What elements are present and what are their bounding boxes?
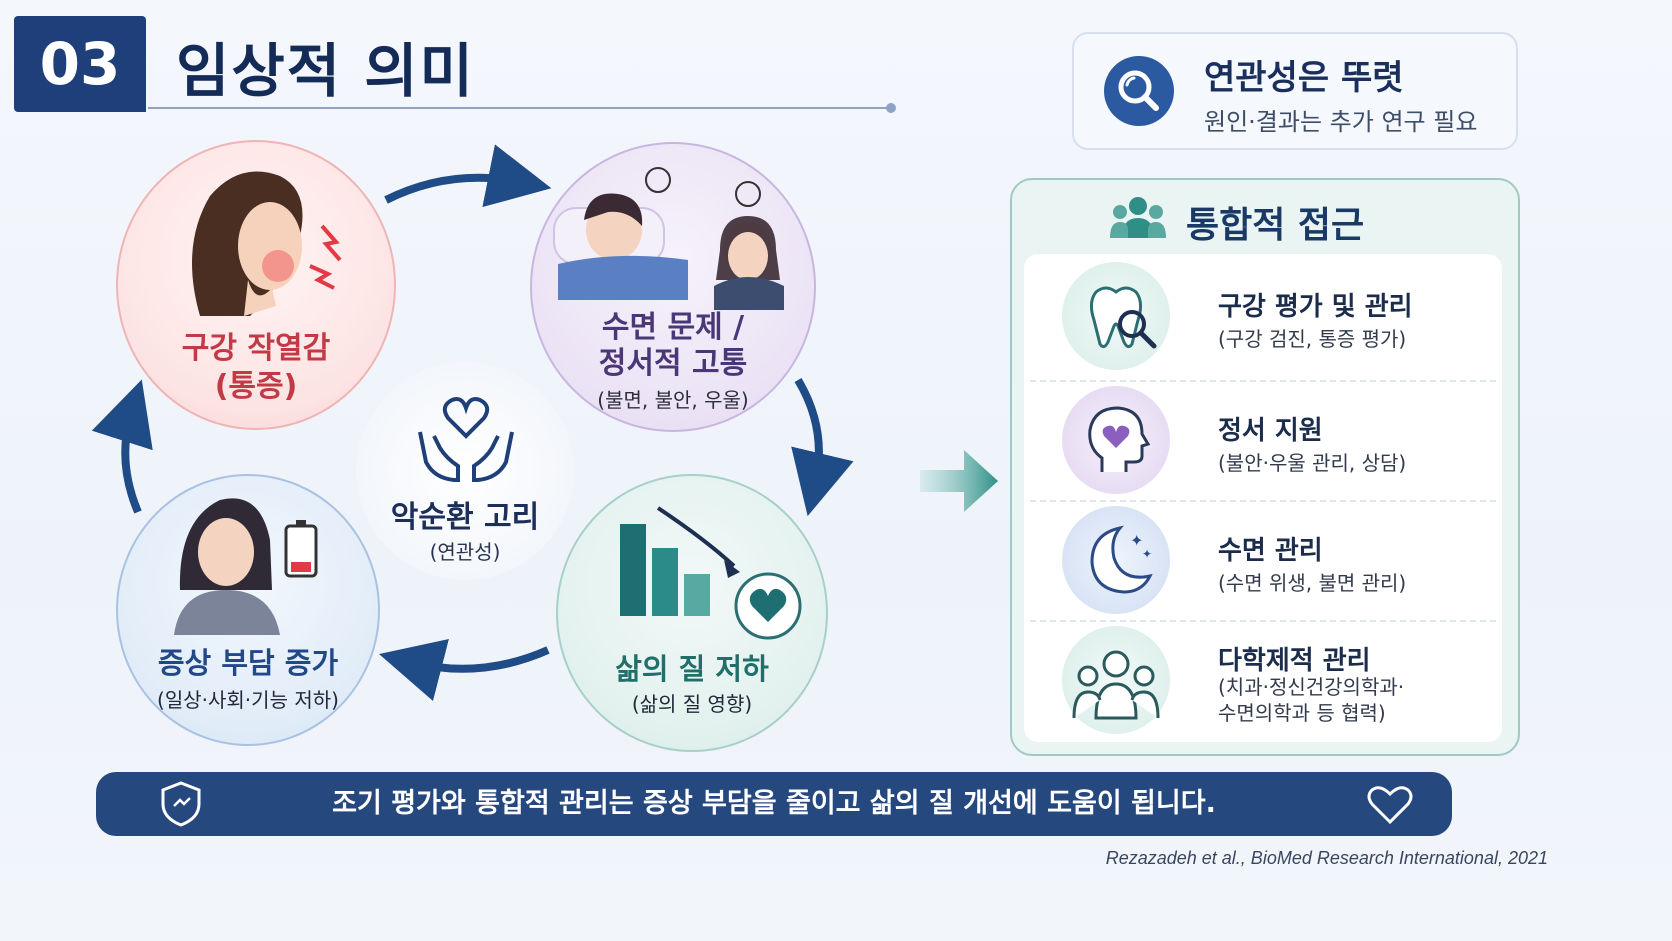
head-heart-icon [1062,386,1170,494]
node-quality-label: 삶의 질 저하 [615,652,769,686]
tooth-magnifier-icon [1062,262,1170,370]
title-underline-dot [886,103,896,113]
fatigued-woman-illustration [174,498,318,635]
search-icon [1104,56,1174,126]
node-oral-label: 구강 작열감 (통증) [116,330,396,406]
note-subtitle: 원인·결과는 추가 연구 필요 [1204,108,1478,136]
node-oral-label-line2: (통증) [214,369,298,404]
moon-stars-icon: ✦ ✦ [1062,506,1170,614]
item-oral-sub: (구강 검진, 통증 평가) [1218,327,1407,351]
node-quality-sub: (삶의 질 영향) [631,692,753,716]
item-sleep-sub: (수면 위생, 불면 관리) [1218,571,1407,595]
page-title: 임상적 의미 [176,37,475,105]
hands-heart-icon [418,397,514,482]
item-multidisciplinary-sub-line2: 수면의학과 등 협력) [1218,701,1386,725]
section-number-badge: 03 [14,16,146,112]
svg-text:✦: ✦ [1142,547,1152,561]
node-vicious-cycle [356,362,574,580]
item-multidisciplinary-sub: (치과·정신건강의학과· 수면의학과 등 협력) [1218,674,1404,726]
item-oral-title: 구강 평가 및 관리 [1218,292,1413,322]
arrow-burden-to-oral [91,379,153,514]
row-divider [1030,380,1496,382]
people-group-icon [1110,197,1166,238]
arrow-right-icon [920,450,998,512]
node-sleep-label-line1: 수면 문제 / [601,310,745,345]
node-sleep-label-line2: 정서적 고통 [598,346,748,381]
panel-title: 통합적 접근 [1186,205,1365,246]
svg-text:✦: ✦ [1130,531,1143,550]
summary-banner-text: 조기 평가와 통합적 관리는 증상 부담을 줄이고 삶의 질 개선에 도움이 됩… [332,788,1216,819]
row-divider [1030,620,1496,622]
citation: Rezazadeh et al., BioMed Research Intern… [1105,848,1548,868]
item-emotional-sub: (불안·우울 관리, 상담) [1218,451,1407,475]
shield-icon [161,781,201,827]
arrow-quality-to-burden [379,638,550,701]
heart-outline-icon [1367,786,1413,825]
note-title: 연관성은 뚜렷 [1204,58,1404,98]
sleep-distress-illustration [553,167,784,310]
row-divider [1030,500,1496,502]
node-burden-label: 증상 부담 증가 [157,646,339,680]
center-label: 악순환 고리 [390,500,540,535]
item-multidisciplinary-title: 다학제적 관리 [1218,646,1371,676]
item-multidisciplinary-sub-line1: (치과·정신건강의학과· [1218,675,1405,699]
node-sleep-sub: (불면, 불안, 우울) [597,388,749,412]
arrow-oral-to-sleep [384,144,552,208]
summary-banner [96,772,1452,836]
node-burden-sub: (일상·사회·기능 저하) [157,688,339,712]
node-sleep-label: 수면 문제 / 정서적 고통 [530,310,816,382]
medical-team-icon [1062,626,1170,734]
declining-chart-illustration [620,506,802,640]
woman-jaw-pain-illustration [192,171,342,316]
item-emotional-title: 정서 지원 [1218,416,1323,446]
section-number: 03 [39,30,121,98]
title-underline [148,107,892,109]
cycle-arrows [91,144,854,701]
arrow-sleep-to-quality [791,377,854,517]
node-oral-label-line1: 구강 작열감 [181,331,331,366]
center-sub: (연관성) [429,540,501,564]
item-sleep-title: 수면 관리 [1218,536,1323,566]
